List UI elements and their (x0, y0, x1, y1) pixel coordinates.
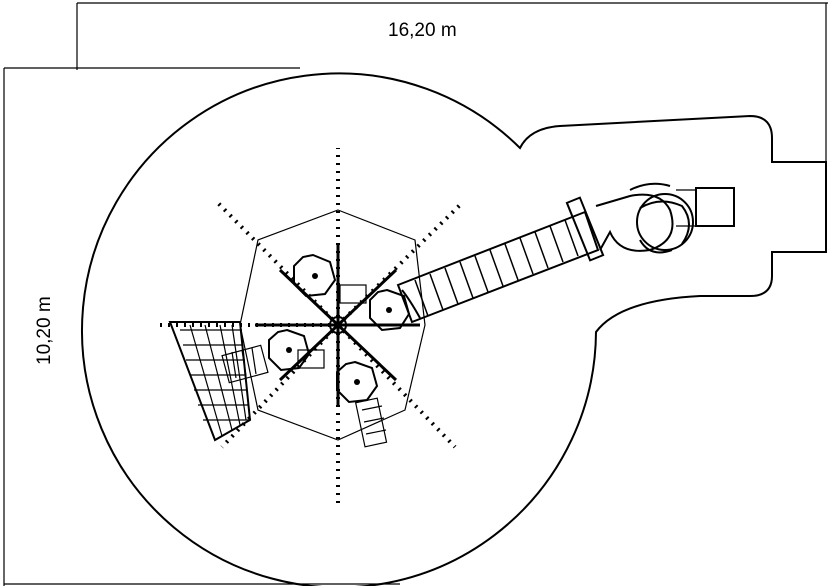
platform-post (286, 347, 292, 353)
platform-post (312, 273, 318, 279)
spiral-slide (595, 182, 694, 254)
height-dimension-label: 10,20 m (34, 296, 55, 365)
width-dimension-label: 16,20 m (388, 20, 457, 41)
platform-post (386, 307, 392, 313)
tunnel-slide (396, 196, 605, 324)
climbing-net-panel (168, 321, 252, 442)
slide-exit (676, 187, 735, 227)
central-tower (221, 245, 420, 448)
net-spokes (158, 148, 464, 505)
width-dimension: 16,20 m (76, 2, 828, 162)
platform-post (354, 379, 360, 385)
height-dimension: 10,20 m (3, 67, 400, 586)
net-outline (239, 209, 426, 441)
